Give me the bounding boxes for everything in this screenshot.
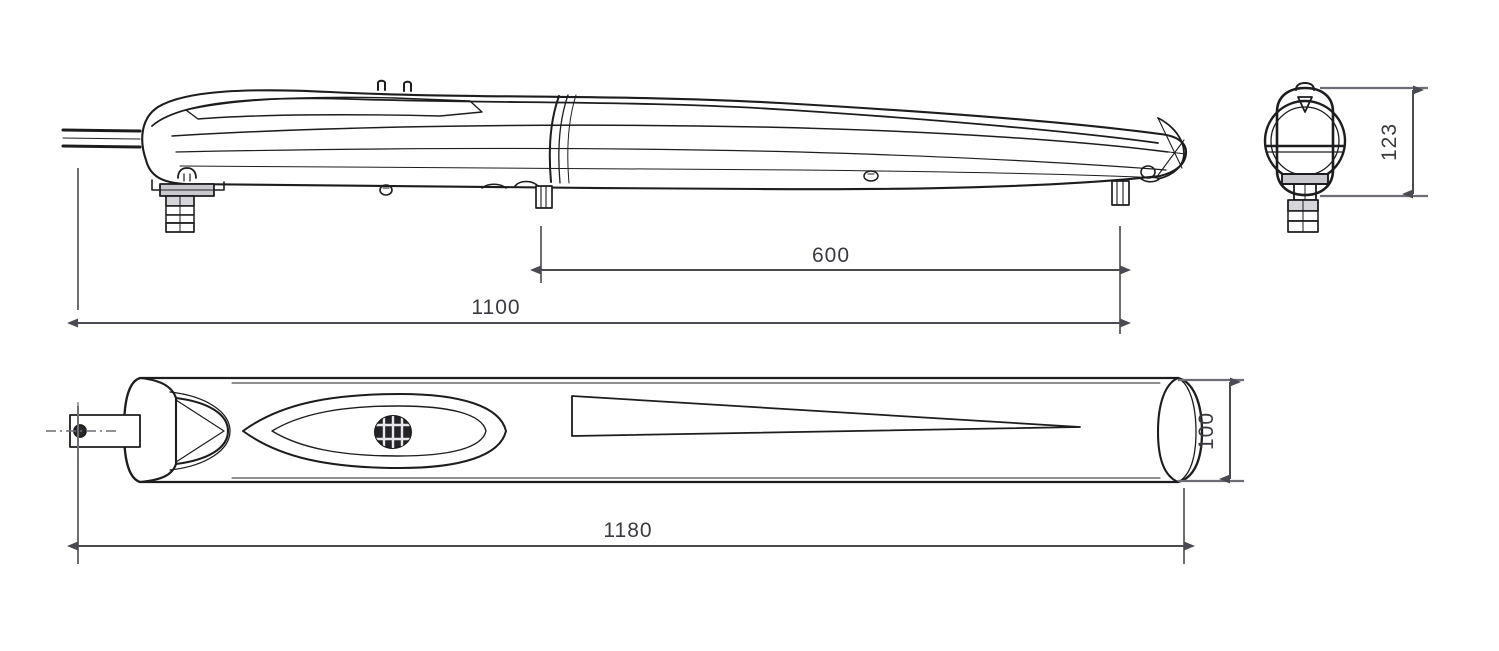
section-mount-post bbox=[1287, 199, 1319, 233]
dimension-lines: 600 1100 123 100 1180 bbox=[67, 85, 1424, 551]
dimension-100: 100 bbox=[1195, 377, 1241, 484]
dimension-100-label: 100 bbox=[1195, 412, 1218, 450]
dimension-600-label: 600 bbox=[812, 244, 850, 267]
dimension-123-label: 123 bbox=[1378, 123, 1401, 161]
view-end-cross-section bbox=[1263, 82, 1347, 233]
witness-lines bbox=[46, 86, 1428, 564]
front-mount-foot bbox=[1111, 165, 1161, 206]
dimension-1100: 1100 bbox=[67, 296, 1131, 328]
housing-outer-shell bbox=[141, 89, 1188, 191]
housing-taper-line-2 bbox=[175, 147, 1167, 171]
dimension-1100-label: 1100 bbox=[471, 296, 520, 319]
top-stud-group bbox=[377, 79, 412, 92]
telescoping-joint-seam bbox=[548, 94, 577, 184]
plan-rear-bracket bbox=[138, 376, 231, 484]
dimension-1180: 1180 bbox=[67, 519, 1195, 551]
rear-mount-post bbox=[165, 195, 195, 233]
mid-mount-foot bbox=[514, 180, 553, 209]
dimension-600: 600 bbox=[530, 244, 1131, 275]
housing-taper-line-3 bbox=[179, 165, 1161, 179]
view-bottom-plan bbox=[69, 376, 1204, 484]
housing-top-panel bbox=[185, 96, 483, 120]
plan-vent-grille bbox=[374, 415, 412, 449]
section-top-tab bbox=[1295, 82, 1315, 113]
plan-body-slot bbox=[571, 395, 1081, 437]
rear-cable bbox=[61, 128, 142, 149]
plan-oval-recess bbox=[242, 393, 507, 469]
dimension-1180-label: 1180 bbox=[603, 519, 652, 542]
dimension-123: 123 bbox=[1378, 85, 1424, 199]
front-end-cap bbox=[1151, 117, 1187, 180]
underside-fixtures bbox=[379, 170, 879, 196]
housing-taper-line-1 bbox=[171, 124, 1169, 153]
plan-front-end-cap bbox=[1156, 376, 1197, 484]
view-top-elevation bbox=[61, 79, 1188, 233]
